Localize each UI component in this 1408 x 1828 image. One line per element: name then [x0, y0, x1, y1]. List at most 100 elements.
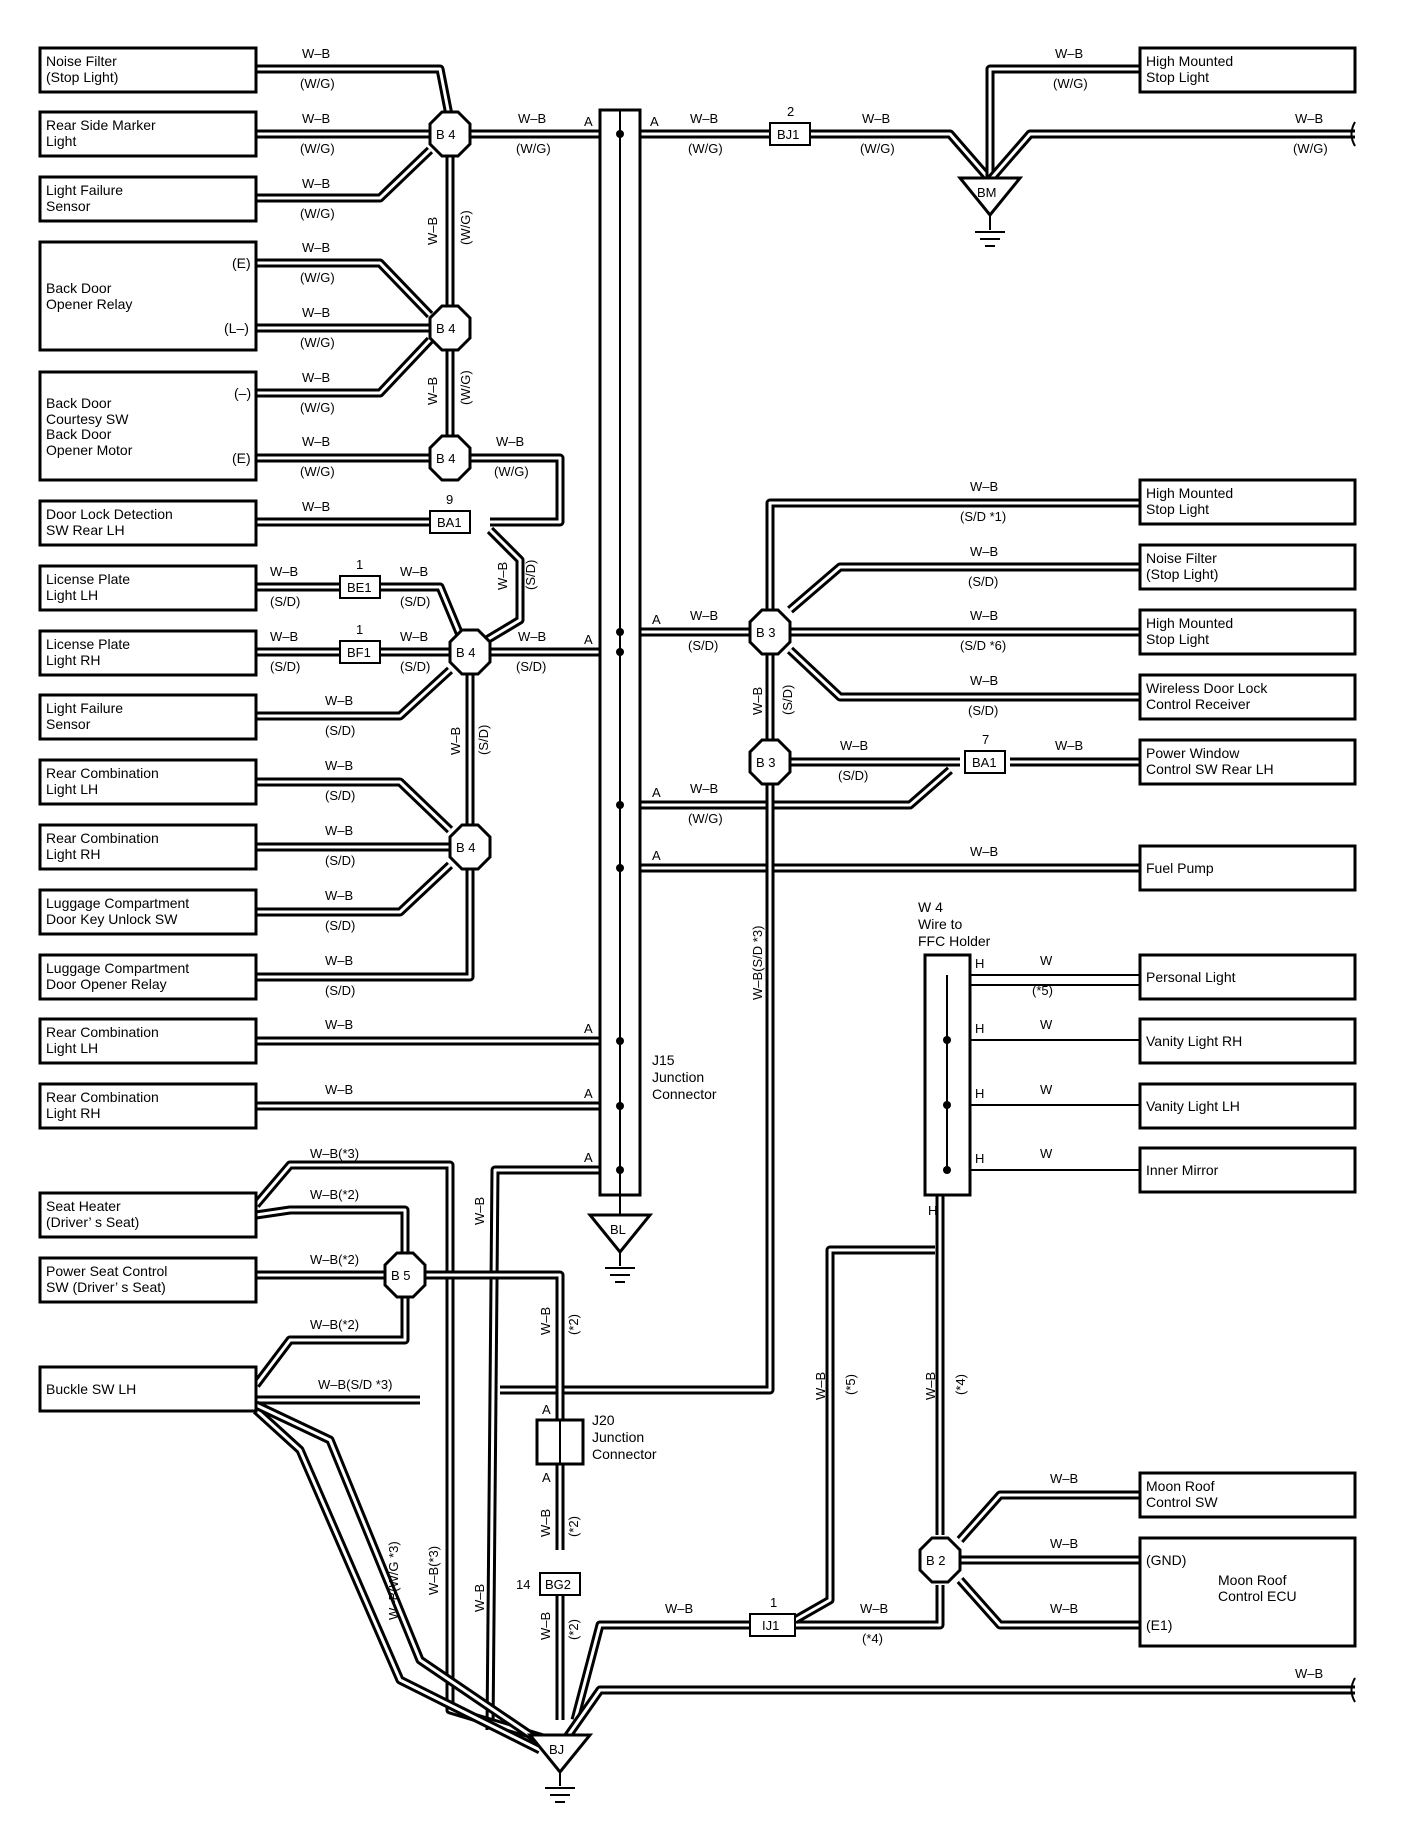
svg-text:(W/G): (W/G)	[300, 76, 335, 91]
svg-text:B 3: B 3	[756, 625, 776, 640]
j15-label-3: Connector	[652, 1086, 717, 1102]
svg-text:(Driver’ s Seat): (Driver’ s Seat)	[46, 1214, 139, 1230]
ground-bm: BM	[956, 176, 1024, 247]
svg-text:W–B: W–B	[862, 111, 890, 126]
svg-text:(*2): (*2)	[566, 1516, 581, 1537]
continuation-mark	[1350, 1677, 1356, 1703]
splice-b4-5: B 4	[448, 823, 492, 871]
svg-text:W–B: W–B	[538, 1307, 553, 1335]
svg-text:(W/G): (W/G)	[458, 210, 473, 245]
component-rear-combination-lh-2: Rear Combination Light LH	[38, 1017, 258, 1065]
svg-text:(S/D): (S/D)	[688, 638, 718, 653]
svg-text:Rear Combination: Rear Combination	[46, 765, 159, 781]
svg-text:Moon Roof: Moon Roof	[1146, 1478, 1215, 1494]
svg-text:High Mounted: High Mounted	[1146, 615, 1233, 631]
svg-text:W–B: W–B	[325, 823, 353, 838]
j15-pin-a: A	[652, 612, 661, 627]
svg-text:W–B: W–B	[400, 564, 428, 579]
component-rear-combination-lh-1: Rear Combination Light LH	[38, 758, 258, 806]
svg-text:W: W	[1040, 1017, 1053, 1032]
svg-text:1: 1	[356, 557, 363, 572]
component-high-mounted-stop-light-3: High Mounted Stop Light	[1138, 608, 1357, 656]
svg-text:(S/D): (S/D)	[325, 788, 355, 803]
svg-text:B 4: B 4	[436, 451, 456, 466]
svg-text:W–B: W–B	[970, 479, 998, 494]
svg-text:Rear Combination: Rear Combination	[46, 1089, 159, 1105]
svg-text:Control SW Rear LH: Control SW Rear LH	[1146, 761, 1274, 777]
svg-text:Sensor: Sensor	[46, 198, 91, 214]
svg-text:W–B: W–B	[970, 608, 998, 623]
svg-text:(S/D): (S/D)	[270, 594, 300, 609]
splice-b2: B 2	[918, 1536, 962, 1584]
svg-text:Moon Roof: Moon Roof	[1218, 1572, 1287, 1588]
w4-ffc-holder: W 4 Wire to FFC Holder H H H H H	[918, 899, 991, 1218]
svg-text:Inner Mirror: Inner Mirror	[1146, 1162, 1219, 1178]
thin-wires	[960, 974, 1140, 1171]
svg-text:W–B(*2): W–B(*2)	[310, 1252, 359, 1267]
svg-text:W–B(*3): W–B(*3)	[310, 1146, 359, 1161]
svg-text:(*2): (*2)	[566, 1314, 581, 1335]
component-high-mounted-stop-light-2: High Mounted Stop Light	[1138, 478, 1357, 526]
svg-text:W–B: W–B	[302, 434, 330, 449]
svg-text:Rear Combination: Rear Combination	[46, 1024, 159, 1040]
svg-text:14: 14	[516, 1577, 530, 1592]
component-vanity-light-lh: Vanity Light LH	[1138, 1082, 1357, 1130]
svg-text:W–B: W–B	[518, 629, 546, 644]
splice-b3-1: B 3	[748, 608, 792, 656]
component-noise-filter-left: Noise Filter (Stop Light)	[38, 46, 258, 94]
svg-text:H: H	[975, 1021, 984, 1036]
component-luggage-unlock-sw: Luggage Compartment Door Key Unlock SW	[38, 888, 258, 936]
splice-b4-1: B 4	[428, 110, 472, 158]
svg-text:License Plate: License Plate	[46, 571, 130, 587]
svg-text:(S/D): (S/D)	[968, 703, 998, 718]
svg-text:Stop Light: Stop Light	[1146, 501, 1209, 517]
svg-text:BM: BM	[977, 185, 997, 200]
svg-text:W–B: W–B	[1055, 738, 1083, 753]
svg-text:W–B: W–B	[302, 111, 330, 126]
splice-b3-2: B 3	[748, 738, 792, 786]
svg-text:Rear Combination: Rear Combination	[46, 830, 159, 846]
connector-be1: BE1 1	[339, 557, 381, 599]
svg-text:BF1: BF1	[347, 645, 371, 660]
svg-text:Back Door: Back Door	[46, 395, 112, 411]
svg-text:W–B: W–B	[923, 1372, 938, 1400]
svg-text:Back Door: Back Door	[46, 280, 112, 296]
svg-text:H: H	[975, 956, 984, 971]
svg-text:Wireless Door Lock: Wireless Door Lock	[1146, 680, 1268, 696]
svg-text:Luggage Compartment: Luggage Compartment	[46, 895, 189, 911]
svg-text:Stop Light: Stop Light	[1146, 631, 1209, 647]
svg-text:W–B: W–B	[495, 562, 510, 590]
svg-text:(W/G): (W/G)	[688, 811, 723, 826]
svg-text:W: W	[1040, 1082, 1053, 1097]
svg-text:(W/G): (W/G)	[300, 464, 335, 479]
svg-text:Back Door: Back Door	[46, 426, 112, 442]
svg-text:1: 1	[770, 1595, 777, 1610]
svg-text:W–B: W–B	[813, 1372, 828, 1400]
svg-text:W–B(*3): W–B(*3)	[426, 1546, 441, 1595]
svg-text:W–B: W–B	[472, 1584, 487, 1612]
svg-text:Power Window: Power Window	[1146, 745, 1240, 761]
svg-text:Light RH: Light RH	[46, 652, 100, 668]
svg-text:Seat Heater: Seat Heater	[46, 1198, 121, 1214]
svg-text:W 4: W 4	[918, 899, 943, 915]
svg-text:9: 9	[446, 492, 453, 507]
svg-text:W–B(S/D *3): W–B(S/D *3)	[318, 1377, 392, 1392]
svg-text:B 4: B 4	[456, 645, 476, 660]
svg-text:W–B: W–B	[970, 673, 998, 688]
svg-text:High Mounted: High Mounted	[1146, 485, 1233, 501]
j15-pin-a: A	[584, 1150, 593, 1165]
svg-text:H: H	[928, 1203, 937, 1218]
component-moon-roof-control-sw: Moon Roof Control SW	[1138, 1471, 1357, 1519]
ground-bl: BL	[586, 1213, 654, 1283]
svg-text:(W/G): (W/G)	[688, 141, 723, 156]
svg-text:W–B: W–B	[325, 953, 353, 968]
svg-text:Stop Light: Stop Light	[1146, 69, 1209, 85]
svg-text:W–B: W–B	[302, 499, 330, 514]
svg-text:SW Rear LH: SW Rear LH	[46, 522, 125, 538]
svg-text:Junction: Junction	[592, 1429, 644, 1445]
svg-text:W–B: W–B	[860, 1601, 888, 1616]
svg-text:B 4: B 4	[436, 127, 456, 142]
svg-text:W–B: W–B	[1295, 1666, 1323, 1681]
svg-text:W–B: W–B	[325, 693, 353, 708]
svg-text:(*5): (*5)	[1032, 983, 1053, 998]
